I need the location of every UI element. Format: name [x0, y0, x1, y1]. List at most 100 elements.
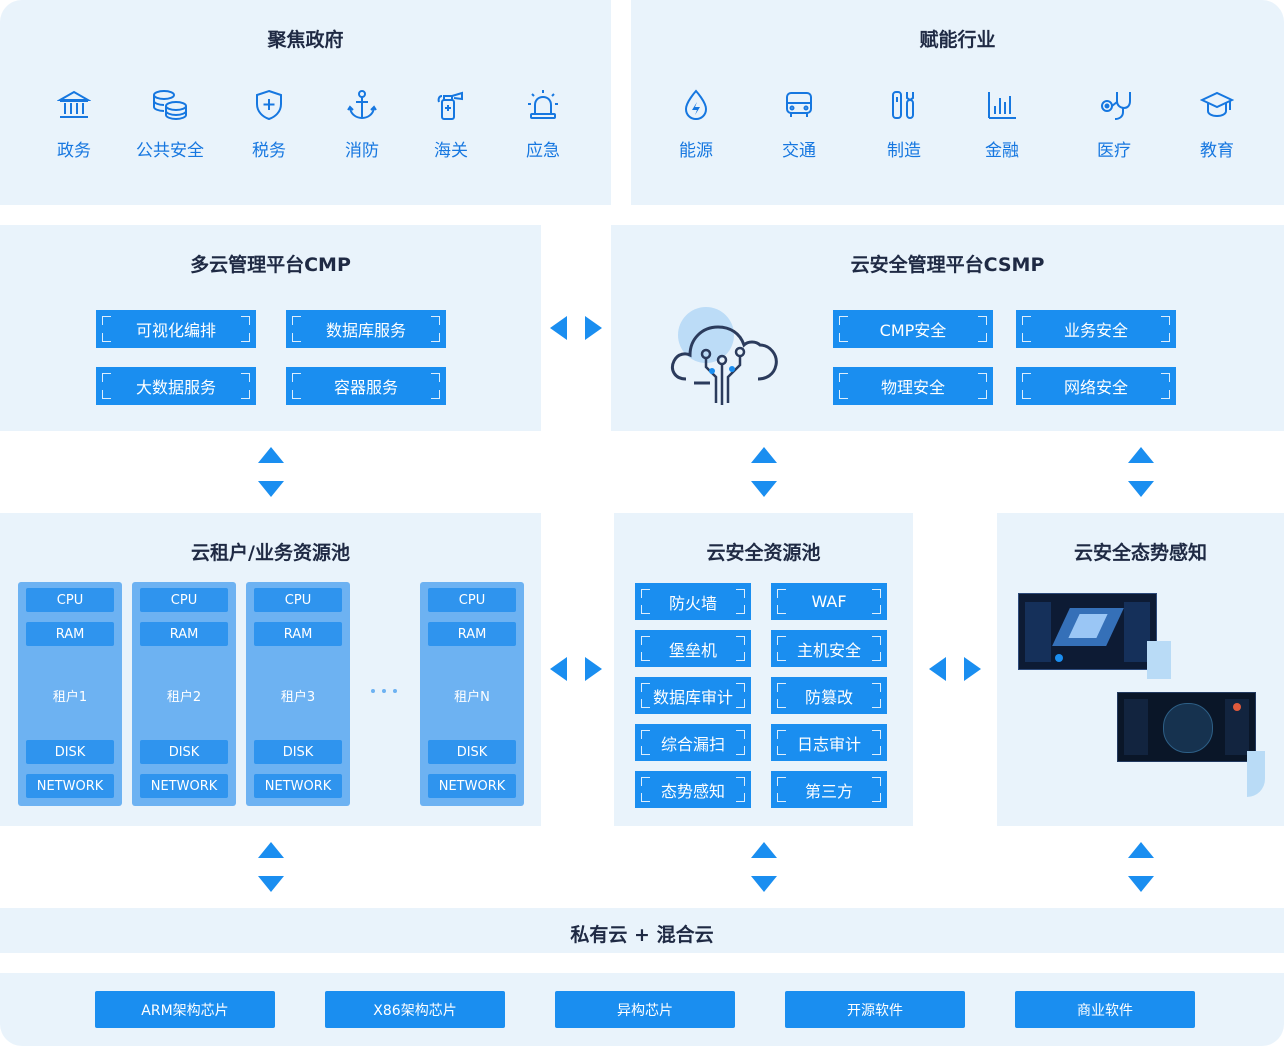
industry-title: 赋能行业 — [919, 29, 996, 51]
arrow-down-icon — [751, 876, 777, 892]
cmp-service-database[interactable]: 数据库服务 — [286, 310, 446, 348]
industry-item-medical[interactable]: 医疗 — [1069, 88, 1159, 161]
industry-panel: 赋能行业 能源 交通 制造 金融 医疗 — [631, 0, 1284, 205]
industry-item-label: 能源 — [679, 141, 713, 161]
cpu-cell: CPU — [26, 588, 114, 612]
gov-item-public-security[interactable]: 公共安全 — [125, 88, 215, 161]
extinguisher-icon — [437, 91, 463, 120]
security-item-third-party[interactable]: 第三方 — [771, 771, 887, 808]
csmp-service-physical-security[interactable]: 物理安全 — [833, 367, 993, 405]
disk-cell: DISK — [254, 740, 342, 764]
situation-panel: 云安全态势感知 — [997, 513, 1284, 826]
quote-mark-icon — [1247, 751, 1265, 797]
tenant-column[interactable]: CPU RAM 租户N DISK NETWORK — [420, 582, 524, 806]
industry-item-manufacturing[interactable]: 制造 — [859, 88, 949, 161]
industry-item-label: 金融 — [985, 141, 1019, 161]
ram-cell: RAM — [26, 622, 114, 646]
arrow-up-icon — [258, 842, 284, 858]
energy-drop-icon — [684, 89, 708, 121]
tenant-name: 租户3 — [280, 690, 316, 705]
industry-item-education[interactable]: 教育 — [1172, 88, 1262, 161]
arrow-right-icon — [964, 657, 981, 681]
cmp-title: 多云管理平台CMP — [190, 254, 351, 276]
tools-icon — [892, 91, 914, 119]
arrow-down-icon — [1128, 876, 1154, 892]
industry-item-energy[interactable]: 能源 — [651, 88, 741, 161]
csmp-service-business-security[interactable]: 业务安全 — [1016, 310, 1176, 348]
gov-item-label: 税务 — [252, 141, 286, 161]
industry-item-label: 教育 — [1200, 141, 1234, 161]
alarm-light-icon — [528, 90, 558, 119]
industry-item-label: 交通 — [782, 141, 816, 161]
tenant-pool-title: 云租户/业务资源池 — [191, 542, 350, 564]
gov-item-customs[interactable]: 海关 — [406, 88, 496, 161]
database-coins-icon — [153, 90, 187, 121]
security-item-bastion[interactable]: 堡垒机 — [635, 630, 751, 667]
arrow-right-icon — [585, 657, 602, 681]
cmp-panel: 多云管理平台CMP 可视化编排 数据库服务 大数据服务 容器服务 — [0, 225, 541, 431]
arrow-up-icon — [751, 842, 777, 858]
industry-item-traffic[interactable]: 交通 — [754, 88, 844, 161]
gov-item-emergency[interactable]: 应急 — [498, 88, 588, 161]
disk-cell: DISK — [140, 740, 228, 764]
security-item-log-audit[interactable]: 日志审计 — [771, 724, 887, 761]
chip-heterogeneous[interactable]: 异构芯片 — [555, 991, 735, 1028]
csmp-service-cmp-security[interactable]: CMP安全 — [833, 310, 993, 348]
gov-item-tax[interactable]: 税务 — [224, 88, 314, 161]
cloud-layer-title: 私有云 + 混合云 — [570, 924, 714, 946]
csmp-service-network-security[interactable]: 网络安全 — [1016, 367, 1176, 405]
cmp-service-bigdata[interactable]: 大数据服务 — [96, 367, 256, 405]
security-item-host-security[interactable]: 主机安全 — [771, 630, 887, 667]
security-item-situation[interactable]: 态势感知 — [635, 771, 751, 808]
gov-item-fire[interactable]: 消防 — [317, 88, 407, 161]
ellipsis-icon — [370, 686, 400, 696]
network-cell: NETWORK — [254, 774, 342, 798]
cmp-service-container[interactable]: 容器服务 — [286, 367, 446, 405]
security-pool-panel: 云安全资源池 防火墙 WAF 堡垒机 主机安全 数据库审计 防篡改 综合漏扫 日… — [614, 513, 913, 826]
cloud-circuit-icon — [671, 307, 778, 405]
disk-cell: DISK — [26, 740, 114, 764]
arrow-down-icon — [258, 481, 284, 497]
arrow-right-icon — [585, 316, 602, 340]
cmp-service-visual-orchestration[interactable]: 可视化编排 — [96, 310, 256, 348]
anchor-icon — [347, 90, 377, 120]
chip-arm[interactable]: ARM架构芯片 — [95, 991, 275, 1028]
security-pool-title: 云安全资源池 — [706, 542, 821, 564]
tenant-name: 租户1 — [52, 690, 88, 705]
industry-item-finance[interactable]: 金融 — [957, 88, 1047, 161]
security-item-firewall[interactable]: 防火墙 — [635, 583, 751, 620]
gov-item-label: 政务 — [57, 141, 91, 161]
bar-chart-icon — [988, 92, 1016, 119]
arrow-left-icon — [550, 316, 567, 340]
cpu-cell: CPU — [254, 588, 342, 612]
security-item-waf[interactable]: WAF — [771, 583, 887, 620]
gov-item-affairs[interactable]: 政务 — [29, 88, 119, 161]
security-item-tamper-proof[interactable]: 防篡改 — [771, 677, 887, 714]
government-panel: 聚焦政府 政务 公共安全 税务 消防 海关 — [0, 0, 611, 205]
decor-block — [1147, 641, 1171, 679]
arrow-up-icon — [1128, 842, 1154, 858]
ram-cell: RAM — [254, 622, 342, 646]
arrow-up-icon — [751, 447, 777, 463]
chip-x86[interactable]: X86架构芯片 — [325, 991, 505, 1028]
network-cell: NETWORK — [428, 774, 516, 798]
dashboard-screenshot-2 — [1117, 692, 1256, 762]
security-item-db-audit[interactable]: 数据库审计 — [635, 677, 751, 714]
gov-item-label: 公共安全 — [136, 141, 204, 161]
chip-commercial-software[interactable]: 商业软件 — [1015, 991, 1195, 1028]
network-cell: NETWORK — [140, 774, 228, 798]
tenant-column[interactable]: CPU RAM 租户3 DISK NETWORK — [246, 582, 350, 806]
tenant-column[interactable]: CPU RAM 租户2 DISK NETWORK — [132, 582, 236, 806]
tenant-column[interactable]: CPU RAM 租户1 DISK NETWORK — [18, 582, 122, 806]
cpu-cell: CPU — [140, 588, 228, 612]
security-item-vuln-scan[interactable]: 综合漏扫 — [635, 724, 751, 761]
network-cell: NETWORK — [26, 774, 114, 798]
chip-open-source-software[interactable]: 开源软件 — [785, 991, 965, 1028]
gov-item-label: 消防 — [345, 141, 379, 161]
ram-cell: RAM — [428, 622, 516, 646]
situation-title: 云安全态势感知 — [1073, 542, 1207, 564]
cpu-cell: CPU — [428, 588, 516, 612]
csmp-title: 云安全管理平台CSMP — [850, 254, 1045, 276]
bus-icon — [786, 92, 812, 117]
tenant-name: 租户2 — [166, 690, 202, 705]
